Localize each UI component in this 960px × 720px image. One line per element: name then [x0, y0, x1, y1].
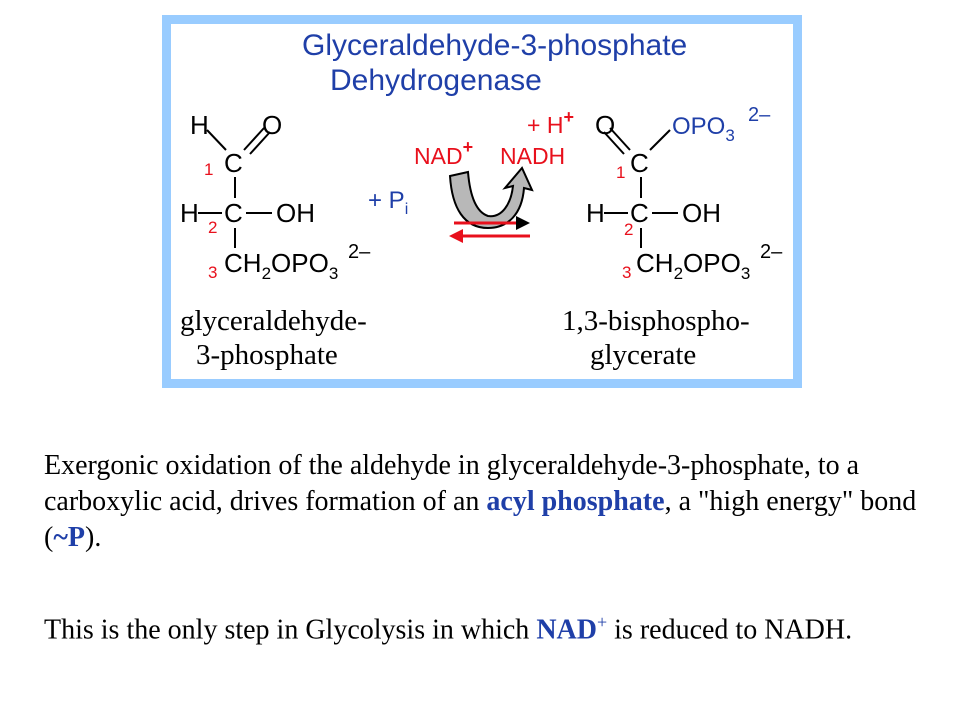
- product-acyl-phosphate-charge: 2–: [748, 104, 771, 126]
- bond-c1-o-2: [249, 131, 271, 155]
- explanation-paragraph-2: This is the only step in Glycolysis in w…: [44, 604, 924, 648]
- substrate-c2-atom: C: [224, 198, 243, 228]
- proton-label: + H+: [527, 107, 574, 138]
- substrate-carbon-number-3: 3: [208, 263, 217, 282]
- high-energy-bond-symbol: ~P: [53, 522, 85, 553]
- product-structure: O OPO3 2– C 1 H C OH 2 3 CH2OPO3 2– 1,3-…: [562, 104, 783, 371]
- substrate-phosphate-charge: 2–: [348, 241, 371, 263]
- paragraph-1-text-b: , a "high energy" bond (: [44, 486, 917, 553]
- substrate-o-atom: O: [262, 110, 282, 140]
- inorganic-phosphate-label: + Pi: [368, 187, 408, 218]
- paragraph-2-text-a: This is the only step in Glycolysis in w…: [44, 614, 537, 646]
- nadh-label: NADH: [500, 143, 565, 169]
- substrate-c2-h-atom: H: [180, 198, 199, 228]
- explanation-paragraph-1: Exergonic oxidation of the aldehyde in g…: [44, 448, 924, 556]
- substrate-ch2opo3-group: CH2OPO3: [224, 248, 338, 283]
- product-bond-c1-opo3: [649, 129, 671, 151]
- bond-c1-h: [206, 129, 227, 151]
- substrate-name-line1: glyceraldehyde-: [180, 305, 367, 337]
- product-c2-h-atom: H: [586, 198, 605, 228]
- substrate-carbon-number-1: 1: [204, 160, 213, 179]
- product-bond-c1-o-2: [603, 131, 625, 155]
- product-bond-c1-o-1: [609, 127, 631, 151]
- nad-term: NAD: [536, 614, 597, 646]
- diagram-title-line2: Dehydrogenase: [330, 64, 542, 97]
- acyl-phosphate-term: acyl phosphate: [486, 486, 665, 517]
- product-carbon-number-2: 2: [624, 220, 633, 239]
- forward-arrow-head: [516, 216, 530, 230]
- product-carbon-number-1: 1: [616, 163, 625, 182]
- paragraph-1-text-a: Exergonic oxidation of the aldehyde in g…: [44, 450, 860, 517]
- product-c2-atom: C: [630, 198, 649, 228]
- product-ch2opo3-group: CH2OPO3: [636, 248, 750, 283]
- product-name-line1: 1,3-bisphospho-: [562, 305, 750, 337]
- bond-c1-o-1: [243, 127, 265, 151]
- substrate-h-atom: H: [190, 110, 209, 140]
- reaction-arrows: + H+ NAD+ NADH + Pi: [368, 107, 574, 243]
- substrate-structure: H O C 1 H C OH 2 3 CH2OPO3 2– glyceralde…: [180, 110, 371, 371]
- substrate-oh-group: OH: [276, 198, 315, 228]
- product-phosphate-charge: 2–: [760, 241, 783, 263]
- nad-label: NAD+: [414, 137, 473, 169]
- product-c1-atom: C: [630, 148, 649, 178]
- nad-to-nadh-curved-arrow: [448, 166, 534, 230]
- product-name-line2: glycerate: [590, 339, 696, 371]
- reaction-diagram-frame: [162, 15, 802, 388]
- nad-term-superscript: +: [596, 612, 608, 632]
- substrate-c1-atom: C: [224, 148, 243, 178]
- substrate-carbon-number-2: 2: [208, 218, 217, 237]
- reverse-arrow-head: [449, 229, 463, 243]
- paragraph-1-text-c: ).: [85, 522, 102, 553]
- product-carbon-number-3: 3: [622, 263, 631, 282]
- paragraph-2-text-b: is reduced to NADH.: [607, 614, 853, 646]
- product-o-atom: O: [595, 110, 615, 140]
- substrate-name-line2: 3-phosphate: [196, 339, 338, 371]
- diagram-title-line1: Glyceraldehyde-3-phosphate: [302, 29, 687, 62]
- product-oh-group: OH: [682, 198, 721, 228]
- product-acyl-phosphate: OPO3: [672, 113, 735, 145]
